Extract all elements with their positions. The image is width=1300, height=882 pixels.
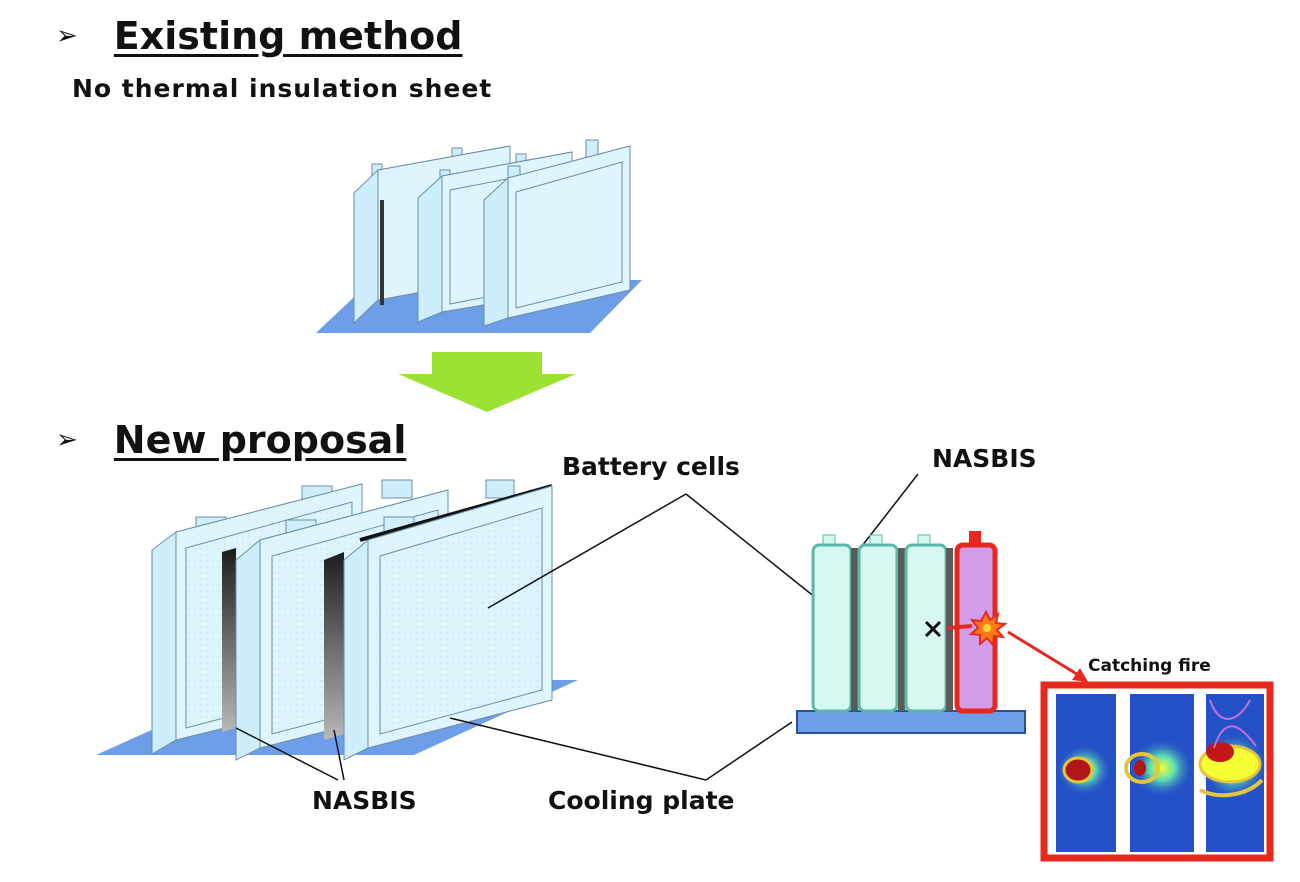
blocked-x-icon bbox=[924, 620, 942, 638]
nasbis-side-label: NASBIS bbox=[932, 444, 1037, 473]
fire-callout-line bbox=[1007, 630, 1081, 678]
cooling-plate-label: Cooling plate bbox=[548, 786, 735, 815]
nasbis-sheet-1 bbox=[222, 548, 236, 732]
leader-lines bbox=[235, 473, 919, 781]
nasbis-sheet-label: NASBIS bbox=[312, 786, 417, 815]
battery-cells-label: Battery cells bbox=[562, 452, 740, 481]
side-cell-1 bbox=[811, 534, 853, 713]
side-nasbis-2 bbox=[898, 548, 905, 711]
nasbis-sheet-2 bbox=[324, 552, 344, 740]
arrow-bullet-icon: ➢ bbox=[56, 21, 78, 51]
side-nasbis-1 bbox=[851, 548, 858, 711]
side-cooling-plate bbox=[796, 710, 1026, 734]
existing-method-heading: ➢ Existing method bbox=[56, 14, 462, 58]
new-proposal-title: New proposal bbox=[113, 418, 407, 462]
side-view-module bbox=[796, 531, 1026, 734]
existing-method-title: Existing method bbox=[113, 14, 463, 58]
fire-simulation-image bbox=[1040, 681, 1274, 862]
side-cell-2 bbox=[857, 534, 899, 713]
heat-transfer-arrow bbox=[946, 624, 973, 630]
arrow-bullet-icon: ➢ bbox=[56, 425, 78, 455]
proposal-cell-front bbox=[343, 479, 553, 761]
transition-arrow-icon bbox=[398, 352, 576, 412]
fire-callout-arrowhead bbox=[1072, 668, 1088, 682]
new-proposal-heading: ➢ New proposal bbox=[56, 418, 406, 462]
existing-cell-front bbox=[483, 139, 631, 327]
catching-fire-label: Catching fire bbox=[1088, 656, 1211, 676]
proposal-battery-stack bbox=[96, 479, 578, 761]
existing-battery-stack bbox=[316, 139, 642, 333]
existing-method-subtitle: No thermal insulation sheet bbox=[72, 74, 493, 103]
